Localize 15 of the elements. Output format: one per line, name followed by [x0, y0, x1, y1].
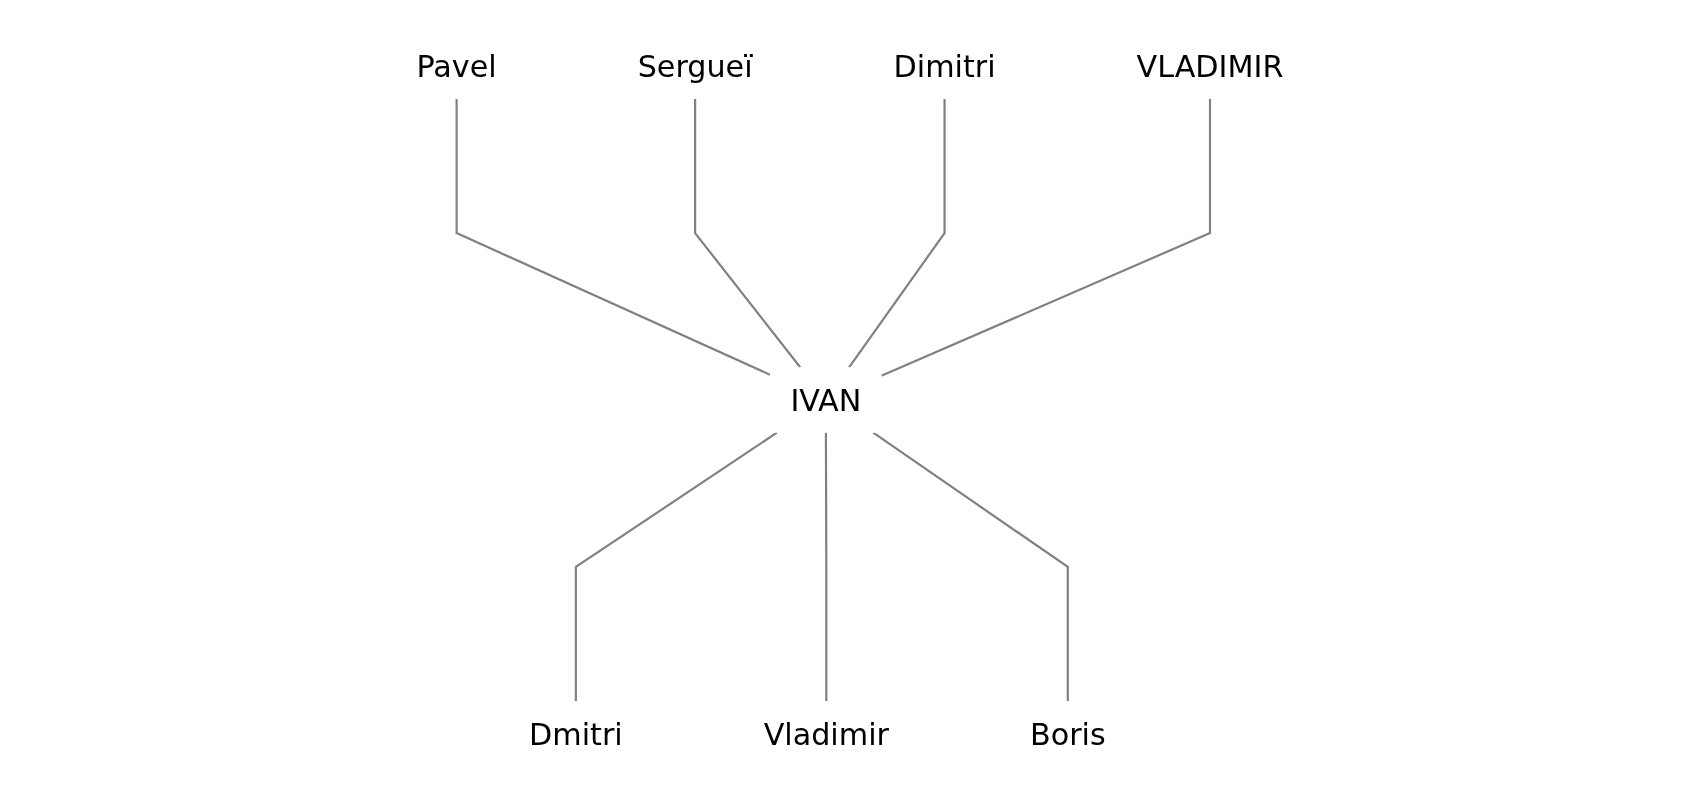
connector [455, 98, 771, 376]
node-text: VLADIMIR [1136, 48, 1284, 84]
connector [824, 432, 828, 702]
node-text: Dmitri [529, 716, 623, 752]
node-text: Sergueï [637, 48, 753, 84]
node-text: Dimitri [893, 48, 996, 84]
node-text: IVAN [790, 382, 862, 418]
connector [694, 98, 802, 368]
connector [880, 98, 1212, 377]
node-text: Boris [1029, 716, 1106, 752]
node-text: Pavel [416, 48, 497, 84]
connector [848, 98, 946, 368]
connector [872, 431, 1069, 702]
node-text: Vladimir [763, 716, 890, 752]
connector [574, 431, 778, 702]
